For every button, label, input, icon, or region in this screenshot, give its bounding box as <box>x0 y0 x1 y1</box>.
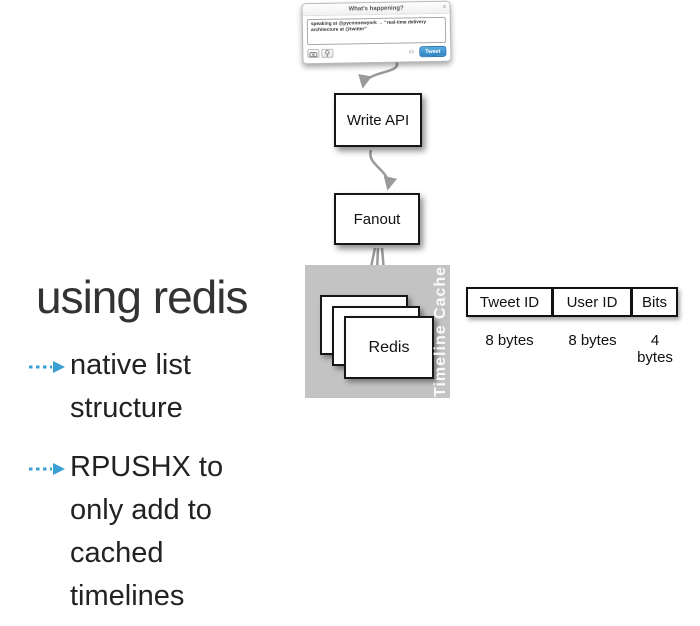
table-cell-tweet-id: Tweet ID <box>466 287 553 317</box>
location-icon[interactable] <box>321 48 334 58</box>
tweet-button[interactable]: Tweet <box>419 45 447 58</box>
record-layout-table: Tweet ID User ID Bits 8 bytes 8 bytes 4 … <box>466 287 678 366</box>
list-item: native list structure <box>28 344 288 430</box>
tweet-compose-title: What's happening? <box>348 5 404 12</box>
timeline-cache-box: Redis Timeline Cache <box>305 265 450 398</box>
arrow-tweet-to-writeapi <box>358 60 399 89</box>
page-title: using redis <box>36 271 248 323</box>
bullet-list: native list structure RPUSHX to only add… <box>28 344 288 626</box>
tweet-text-input[interactable]: speaking at @pyconnewyork → “real-time d… <box>306 16 447 46</box>
tweet-compose-footer: 65 Tweet <box>303 45 450 64</box>
table-row: Tweet ID User ID Bits <box>466 287 678 317</box>
write-api-node: Write API <box>334 93 422 147</box>
bullet-arrow-icon <box>29 463 65 475</box>
camera-icon[interactable] <box>307 49 320 59</box>
tweet-compose-window: What's happening? × speaking at @pyconne… <box>301 0 452 65</box>
table-cell-bits: Bits <box>632 287 678 317</box>
table-size-row: 8 bytes 8 bytes 4 bytes <box>466 332 678 366</box>
arrow-writeapi-to-fanout <box>369 149 398 191</box>
fanout-node: Fanout <box>334 193 420 245</box>
size-label-tweet-id: 8 bytes <box>485 332 534 349</box>
char-count: 65 <box>408 48 415 55</box>
bullet-arrow-icon <box>29 361 65 373</box>
close-icon[interactable]: × <box>442 3 447 11</box>
tweet-compose-titlebar: What's happening? × <box>302 1 450 17</box>
size-label-bits: 4 bytes <box>637 332 673 366</box>
timeline-cache-label: Timeline Cache <box>432 265 449 398</box>
size-label-user-id: 8 bytes <box>568 332 617 349</box>
list-item: RPUSHX to only add to cached timelines <box>28 446 288 618</box>
bullet-text: native list structure <box>70 349 191 424</box>
redis-node: Redis <box>344 316 434 379</box>
bullet-text: RPUSHX to only add to cached timelines <box>70 451 224 612</box>
table-cell-user-id: User ID <box>553 287 632 317</box>
